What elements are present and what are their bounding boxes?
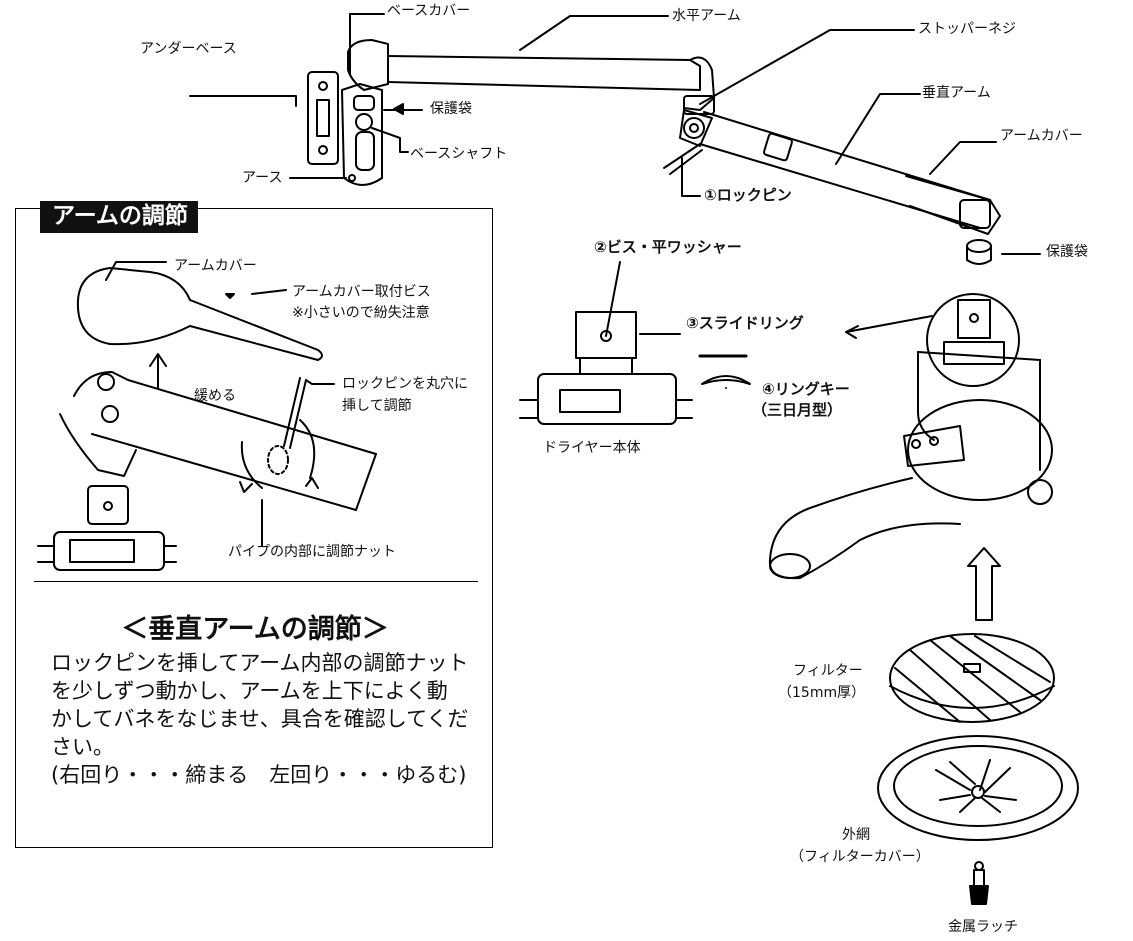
- filter-sub-label: （15mm厚）: [778, 685, 866, 701]
- lock-pin-label: ①ロックピン: [704, 186, 792, 204]
- body-line: さい。: [51, 735, 114, 759]
- outer-net-label: 外網: [842, 827, 870, 843]
- arm-adjustment-panel: アームカバー アームカバー取付ビス ※小さいので紛失注意 緩める ロックピンを丸…: [15, 208, 493, 848]
- section-body: ロックピンを挿してアーム内部の調節ナット を少しずつ動かし、アームを上下によく動…: [51, 649, 471, 789]
- up-arrow: [967, 547, 1001, 621]
- right-protective-bag: [966, 239, 992, 265]
- panel-divider: [34, 581, 478, 582]
- panel-arm-cover-label: アームカバー: [174, 258, 257, 274]
- base-bracket: [341, 83, 383, 186]
- panel-inner-nut-label: パイプの内部に調節ナット: [228, 544, 396, 560]
- protective-bag-right-label: 保護袋: [1046, 244, 1088, 260]
- section-title: ＜垂直アームの調節＞: [121, 614, 389, 645]
- body-line: かしてバネをなじませ、具合を確認してくだ: [51, 707, 469, 731]
- panel-screw-note: ※小さいので紛失注意: [292, 305, 430, 321]
- body-line: を少しずつ動かし、アームを上下によく動: [51, 679, 448, 703]
- dryer-head: [768, 293, 1053, 580]
- slide-ring-label: ③スライドリング: [686, 314, 804, 332]
- panel-loosen-label: 緩める: [194, 388, 236, 404]
- body-line: ロックピンを挿してアーム内部の調節ナット: [51, 651, 469, 675]
- arm-cover-label: アームカバー: [1000, 128, 1083, 144]
- panel-title: アームの調節: [40, 201, 198, 234]
- ring-key-sub-label: （三日月型）: [752, 401, 843, 419]
- vertical-arm-label: 垂直アーム: [922, 85, 991, 101]
- filter-label: フィルター: [793, 663, 863, 679]
- metal-latch-label: 金属ラッチ: [948, 919, 1018, 935]
- panel-arm-cover-screw-label: アームカバー取付ビス: [292, 284, 431, 300]
- dryer-body-label: ドライヤー本体: [543, 440, 641, 456]
- base-shaft-label: ベースシャフト: [410, 146, 508, 162]
- ring-key-crescent: [701, 375, 751, 385]
- ring-key-label: ④リングキー: [762, 380, 850, 398]
- under-base-label: アンダーベース: [140, 41, 237, 57]
- outer-net-sub-label: （フィルターカバー）: [790, 849, 930, 865]
- screw-washer-label: ②ビス・平ワッシャー: [594, 238, 742, 256]
- leader-lines: [189, 13, 1041, 389]
- earth-label: アース: [242, 170, 283, 186]
- dryer-body-part: [519, 311, 693, 425]
- under-base-plate: [307, 71, 339, 165]
- panel-lock-pin-line2: 挿して調節: [342, 398, 412, 414]
- panel-illustration: [37, 261, 377, 571]
- vertical-arm: [663, 109, 1001, 235]
- metal-latch-shape: [969, 861, 989, 905]
- horizontal-arm-label: 水平アーム: [672, 8, 741, 24]
- outer-net-shape: [877, 735, 1079, 841]
- panel-lock-pin-line1: ロックピンを丸穴に: [342, 376, 468, 392]
- filter-shape: [889, 633, 1055, 723]
- stopper-screw-label: ストッパーネジ: [918, 21, 1016, 37]
- horizontal-arm: [347, 39, 715, 115]
- body-line: (右回り・・・締まる 左回り・・・ゆるむ): [51, 763, 467, 787]
- base-cover-label: ベースカバー: [387, 3, 471, 19]
- protective-bag-top-label: 保護袋: [430, 101, 472, 117]
